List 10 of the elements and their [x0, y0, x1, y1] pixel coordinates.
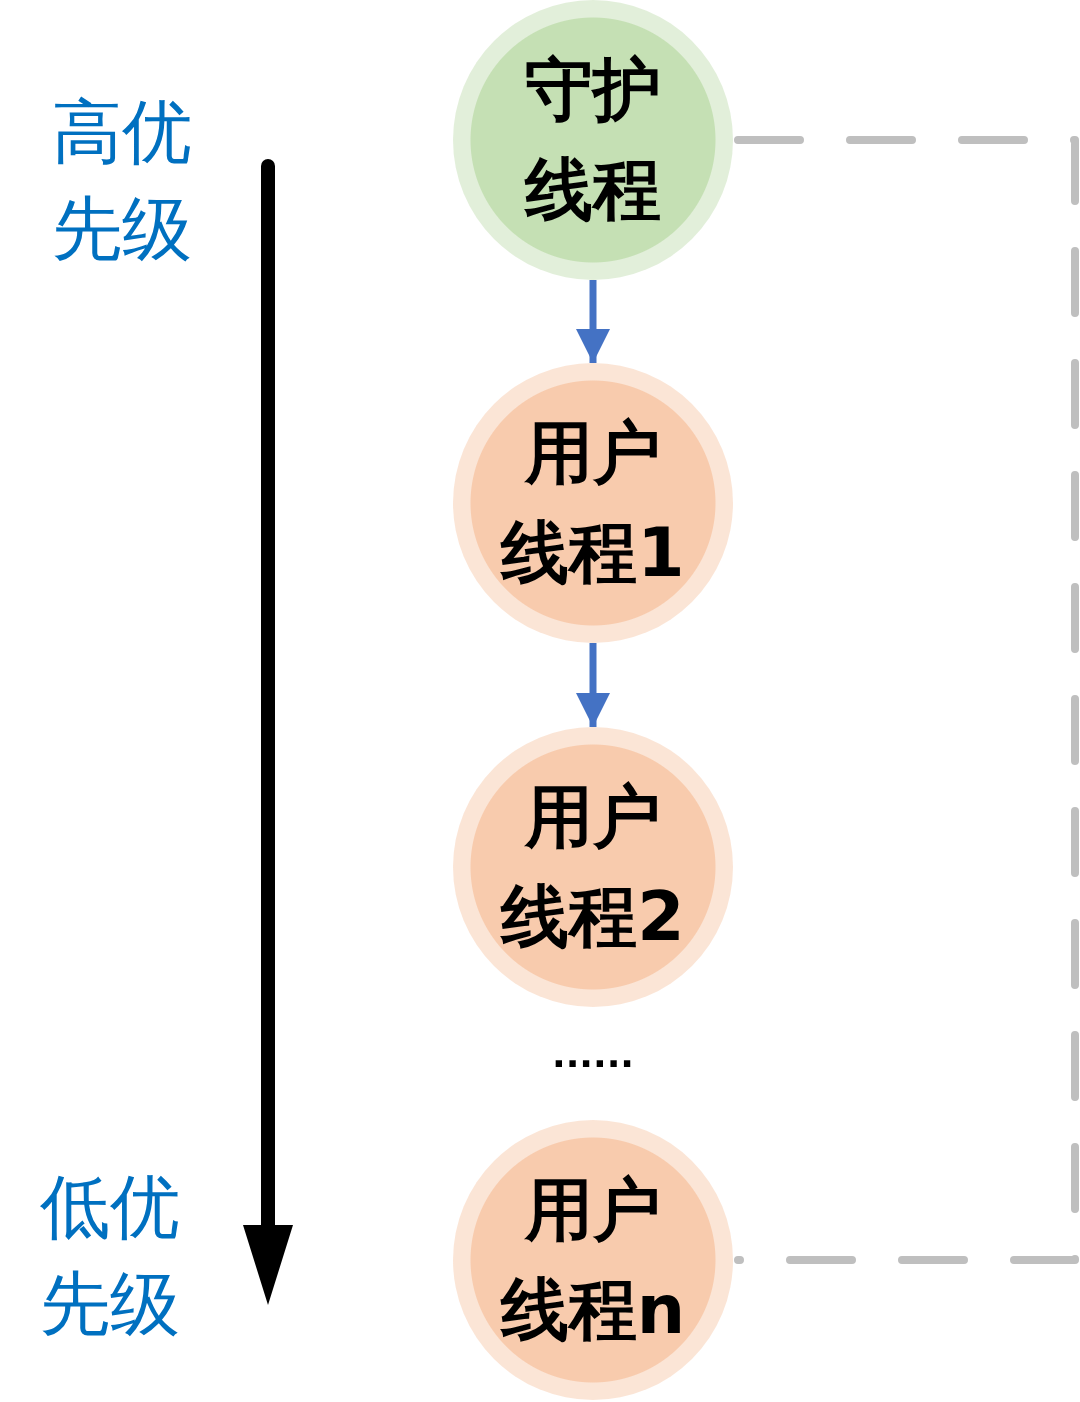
arrow [576, 643, 610, 727]
priority-label: 高优先级 [52, 90, 193, 272]
arrow [576, 280, 610, 363]
ellipsis-text: ...... [551, 1033, 635, 1077]
dashed-connector [734, 136, 1079, 1264]
thread-label: 守护线程 [523, 49, 662, 231]
priority-label: 低优先级 [40, 1165, 181, 1347]
thread-label: 用户线程2 [499, 776, 686, 958]
thread-label: 用户线程n [499, 1169, 687, 1351]
thread-label: 用户线程1 [499, 412, 686, 594]
